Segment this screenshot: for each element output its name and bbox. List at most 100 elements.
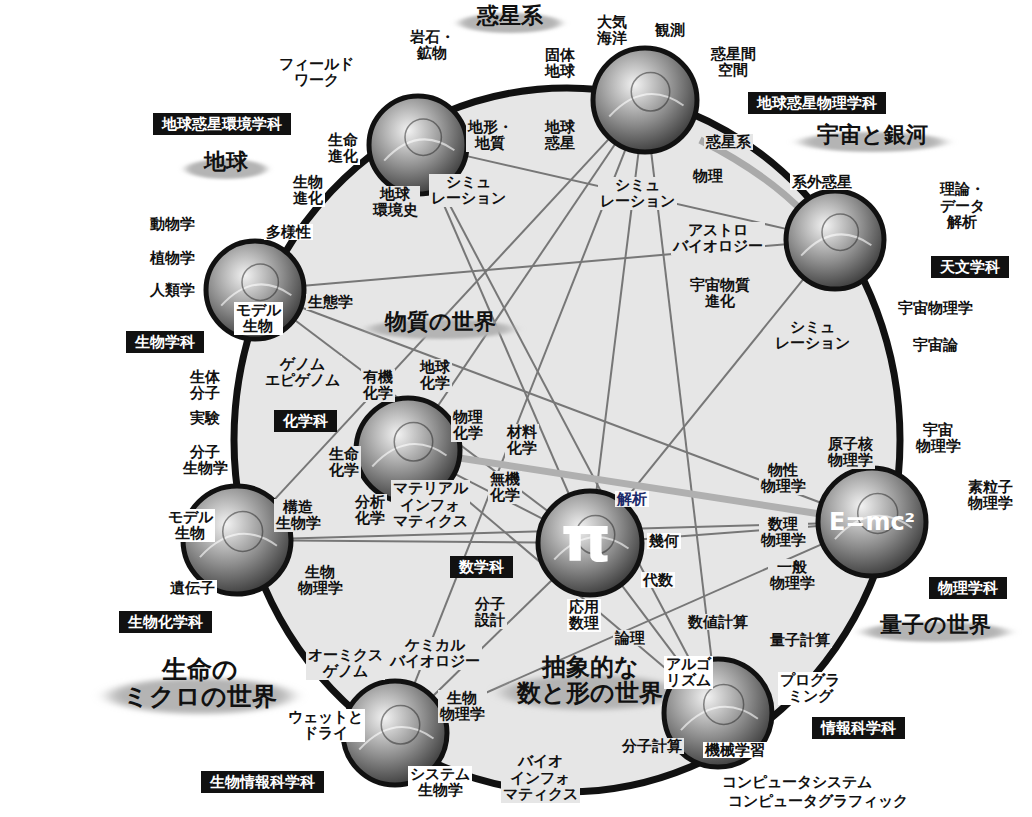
topic-label: 地球 環境史 <box>371 186 420 219</box>
topic-label: 無機 化学 <box>488 471 522 504</box>
region-label: 生命の ミクロの世界 <box>121 656 279 711</box>
topic-text: 解析 <box>615 491 649 508</box>
department-circle: 地球惑星物理学科 <box>590 45 700 155</box>
topic-label: シミュ レーション <box>429 174 508 207</box>
topic-label: 地形・ 地質 <box>466 119 515 152</box>
topic-label: 構造 生物学 <box>274 499 323 532</box>
topic-label: 植物学 <box>148 250 197 267</box>
region-cloud: 物質の世界 <box>363 303 518 341</box>
topic-label: 宇宙 物理学 <box>914 422 963 455</box>
topic-text: E=mc² <box>827 509 917 535</box>
topic-label: 岩石・ 鉱物 <box>408 29 457 62</box>
connector-line <box>441 188 693 665</box>
topic-label: 分子計算 <box>620 738 684 755</box>
department-circle: 数学科π解析幾何代数応用 数理 <box>535 488 645 598</box>
region-cloud: 抽象的な 数と形の世界 <box>495 647 685 714</box>
region-cloud: 量子の世界 <box>858 606 1013 644</box>
region-label: 量子の世界 <box>878 613 993 637</box>
topic-label: 生命 進化 <box>326 132 360 165</box>
department-heading: 地球惑星環境学科 <box>153 113 291 136</box>
department-heading: 数学科 <box>450 556 513 579</box>
topic-label: 生物 物理学 <box>438 690 487 723</box>
connector-line <box>466 156 787 229</box>
topic-label: 宇宙論 <box>911 337 960 354</box>
topic-label: シミュ レーション <box>773 319 852 352</box>
topic-label: 動物学 <box>148 216 197 233</box>
topic-label: 原子核 物理学 <box>826 436 875 469</box>
topic-text: 幾何 <box>647 533 681 550</box>
department-heading: 地球惑星物理学科 <box>748 92 886 115</box>
topic-label: コンピュータシステム <box>720 774 874 791</box>
topic-label: 材料 化学 <box>505 424 539 457</box>
department-heading: 化学科 <box>274 410 337 433</box>
topic-text: 代数 <box>641 572 675 589</box>
topic-label: プログラ ミング <box>778 672 842 705</box>
topic-label: 多様性 <box>264 224 313 241</box>
topic-label: 生物 物理学 <box>296 564 345 597</box>
department-heading: 生物化学科 <box>119 611 212 634</box>
department-heading: 生物情報科学科 <box>201 771 324 794</box>
topic-label: 生体 分子 <box>188 369 222 402</box>
region-cloud: 宇宙と銀河 <box>795 116 950 154</box>
topic-label: 一般 物理学 <box>768 559 817 592</box>
topic-label: 生態学 <box>306 294 355 311</box>
topic-label: ゲノム エピゲノム <box>263 356 342 389</box>
topic-label: 宇宙物質 進化 <box>688 277 752 310</box>
department-heading: 天文学科 <box>931 256 1009 279</box>
topic-label: 惑星系 <box>704 134 753 151</box>
topic-label: 分子 生物学 <box>181 444 230 477</box>
topic-label: 物理 <box>691 168 725 185</box>
topic-label: 分子 設計 <box>473 596 507 629</box>
topic-label: 観測 <box>653 22 687 39</box>
connector-line <box>448 484 677 678</box>
topic-label: 有機 化学 <box>361 369 395 402</box>
topic-label: 遺伝子 <box>168 580 217 597</box>
topic-label: モデル 生物 <box>166 509 215 542</box>
region-label: 宇宙と銀河 <box>815 123 930 147</box>
department-heading: 物理学科 <box>929 577 1007 600</box>
topic-label: 理論・ データ 解析 <box>938 181 987 231</box>
topic-label: 物理 化学 <box>451 409 485 442</box>
topic-label: 生物 進化 <box>291 174 325 207</box>
topic-label: モデル 生物 <box>234 302 283 335</box>
topic-label: 生命 化学 <box>327 446 361 479</box>
topic-label: 地球 化学 <box>418 359 452 392</box>
topic-label: 宇宙物理学 <box>896 300 975 317</box>
region-label: 惑星系 <box>475 4 545 28</box>
topic-label: 分析 化学 <box>353 494 387 527</box>
topic-label: コンピュータグラフィック <box>726 793 910 810</box>
circle-outline <box>783 188 887 292</box>
region-label: 地球 <box>202 150 250 174</box>
region-label: 物質の世界 <box>383 310 498 334</box>
ring-outline <box>234 88 900 792</box>
region-cloud: 惑星系 <box>455 0 565 35</box>
topic-text: π <box>559 504 614 574</box>
department-circle: 物理学科E=mc² <box>815 465 929 579</box>
topic-label: 数理 物理学 <box>759 516 808 549</box>
topic-label: 大気 海洋 <box>595 14 629 47</box>
topic-label: 機械学習 <box>703 742 767 759</box>
topic-label: フィールド ワーク <box>277 56 356 89</box>
topic-label: 固体 地球 <box>543 47 577 80</box>
topic-label: バイオ インフォ マティクス <box>501 753 580 803</box>
topic-label: システム 生物学 <box>408 766 472 799</box>
topic-label: 惑星間 空間 <box>709 46 758 79</box>
topic-label: 系外惑星 <box>790 174 854 191</box>
topic-label: 物性 物理学 <box>759 462 808 495</box>
connector-line <box>459 458 818 514</box>
topic-text: 応用 数理 <box>567 599 601 632</box>
topic-label: 数値計算 <box>686 614 750 631</box>
topic-label: ケミカル バイオロジー <box>388 637 482 670</box>
department-heading: 生物学科 <box>126 331 204 354</box>
topic-label: 素粒子 物理学 <box>966 479 1015 512</box>
topic-label: ウェットと ドライ <box>286 709 365 742</box>
connector-line <box>291 540 538 542</box>
topic-label: アルゴ リズム <box>664 656 713 689</box>
topic-label: オーミクス ゲノム <box>306 647 385 680</box>
topic-label: 地球 惑星 <box>543 119 577 152</box>
topic-label: マテリアル インフォ マティクス <box>391 480 470 530</box>
department-circle: 天文学科 <box>783 188 887 292</box>
topic-label: アストロ バイオロジー <box>671 222 765 255</box>
